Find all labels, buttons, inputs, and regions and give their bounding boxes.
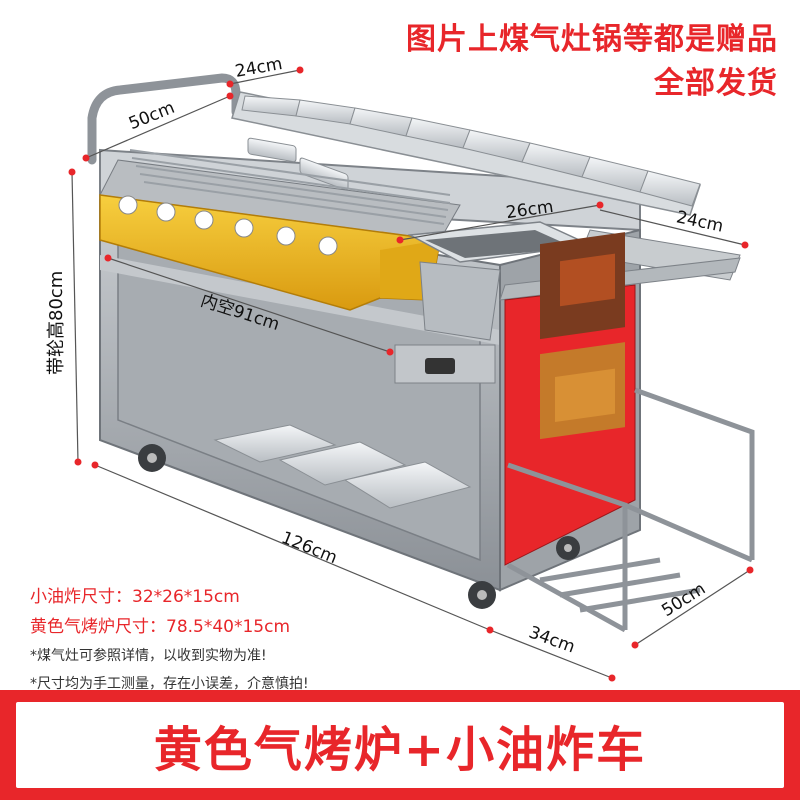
yellow-gas-grill [99, 149, 461, 311]
title-banner: 黄色气烤炉+小油炸车 [0, 690, 800, 800]
spec-fryer-size: 小油炸尺寸：32*26*15cm [30, 587, 240, 607]
spec-note-stove: *煤气灶可参照详情，以收到实物为准! [30, 648, 267, 664]
gift-notice-line1: 图片上煤气灶锅等都是赠品 [406, 22, 778, 57]
dim-height-with-wheels: 带轮高80cm [46, 270, 67, 375]
product-title: 黄色气烤炉+小油炸车 [153, 722, 647, 778]
side-open-rack [506, 387, 755, 633]
spec-list: 小油炸尺寸：32*26*15cm 黄色气烤炉尺寸：78.5*40*15cm *煤… [30, 582, 309, 698]
grill-rack-skewers [129, 149, 451, 225]
grill-knobs [118, 195, 338, 256]
gift-notice: 图片上煤气灶锅等都是赠品 全部发货 [406, 18, 778, 106]
gift-notice-line2: 全部发货 [654, 66, 778, 101]
dimension-endpoints [68, 66, 754, 682]
title-banner-inner: 黄色气烤炉+小油炸车 [16, 702, 784, 788]
small-fryer-pot [394, 221, 593, 384]
dimension-lines [71, 69, 751, 679]
cart-illustration [68, 66, 755, 682]
spec-note-measurement: *尺寸均为手工测量，存在小误差，介意慎拍! [30, 676, 309, 692]
top-trays [231, 91, 701, 216]
spec-grill-size: 黄色气烤炉尺寸：78.5*40*15cm [30, 617, 291, 637]
push-handle [87, 73, 241, 165]
caster-wheels [138, 444, 580, 609]
bottom-trays [213, 424, 472, 509]
